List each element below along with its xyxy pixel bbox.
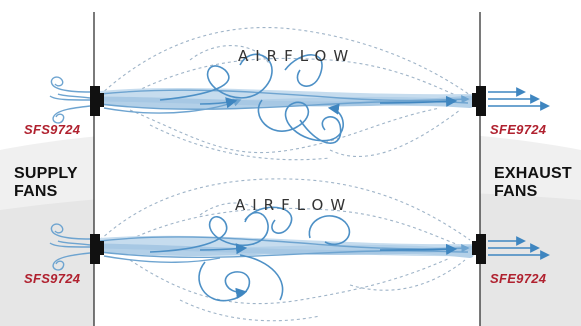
swirl-icon bbox=[49, 223, 91, 271]
arrow-right-icon bbox=[488, 87, 550, 111]
supply-fans-label: SUPPLY FANS bbox=[14, 165, 78, 201]
exhaust-fans-label: EXHAUST FANS bbox=[494, 165, 572, 201]
fan-unit-icon bbox=[472, 86, 486, 116]
exhaust-fan-code-upper: SFE9724 bbox=[490, 122, 547, 137]
supply-fan-code-upper: SFS9724 bbox=[24, 122, 81, 137]
exhaust-fans-line-2: FANS bbox=[494, 183, 538, 200]
exhaust-fans-line-1: EXHAUST bbox=[494, 165, 572, 182]
airflow-label-upper: AIRFLOW bbox=[238, 47, 356, 65]
supply-fan-code-lower: SFS9724 bbox=[24, 271, 81, 286]
supply-fans-line-1: SUPPLY bbox=[14, 165, 78, 182]
fan-unit-icon bbox=[90, 234, 104, 264]
lower-airflow-zone bbox=[94, 178, 476, 322]
upper-airflow-zone bbox=[94, 27, 476, 161]
supply-fans-line-2: FANS bbox=[14, 183, 58, 200]
fan-unit-icon bbox=[472, 234, 486, 264]
exhaust-fan-code-lower: SFE9724 bbox=[490, 271, 547, 286]
swirl-icon bbox=[49, 76, 91, 124]
fan-unit-icon bbox=[90, 86, 104, 116]
airflow-label-lower: AIRFLOW bbox=[235, 196, 353, 214]
arrow-right-icon bbox=[488, 236, 550, 260]
